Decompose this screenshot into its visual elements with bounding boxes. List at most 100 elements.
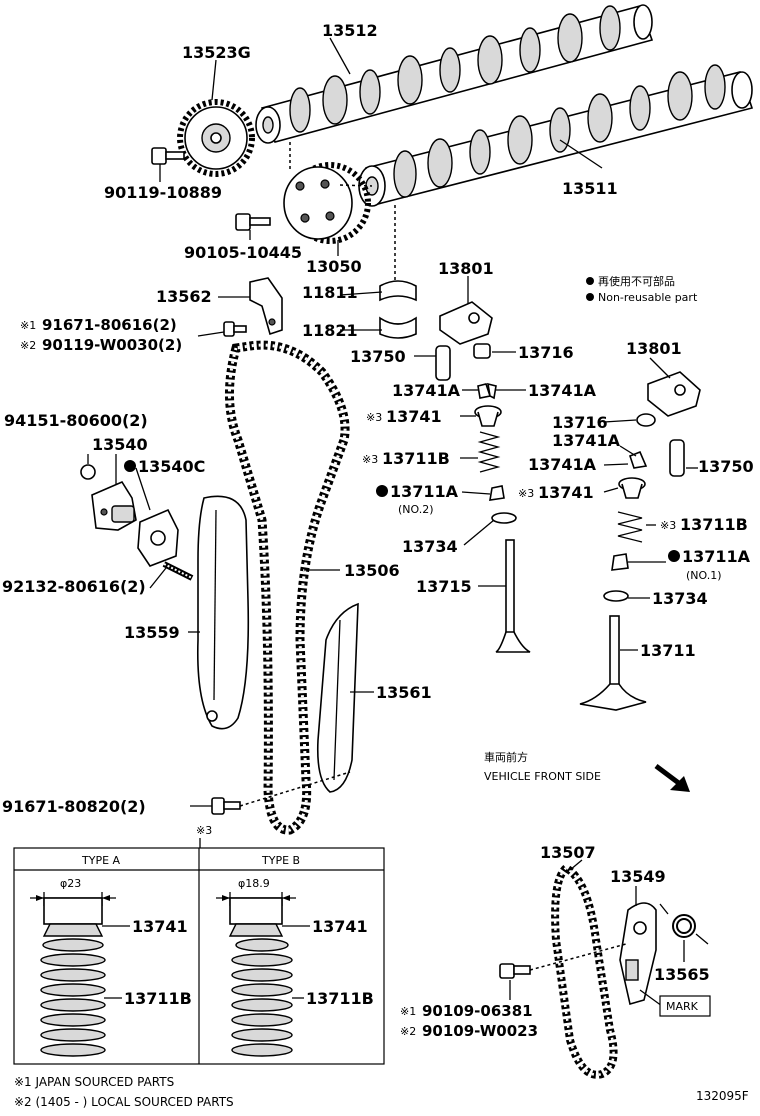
label-13540c: 13540C (138, 457, 205, 476)
label-94151-80600: 94151-80600(2) (4, 411, 148, 430)
bolt-91671-80820 (211, 797, 241, 815)
label-13512: 13512 (322, 21, 378, 40)
detail-box: TYPE A TYPE B φ23 13741 13711B φ18.9 (13, 847, 385, 1065)
label-13540: 13540 (92, 435, 148, 454)
rocker-arm-13801-a (439, 301, 493, 345)
mark-3-b: ※3 (362, 453, 378, 466)
keeper-13741a-a (477, 382, 497, 400)
camshaft-13512 (255, 4, 654, 144)
tensioner-13540 (91, 480, 137, 531)
type-a-diameter: φ23 (60, 877, 81, 890)
mark-1-b: ※1 (400, 1005, 416, 1018)
cap-13716-b (636, 413, 656, 427)
bolt-91671-80616 (223, 321, 247, 337)
type-b-label-13741: 13741 (312, 917, 368, 936)
type-a-spring-drawing (40, 938, 106, 1057)
label-91671-80616: 91671-80616(2) (42, 316, 177, 334)
label-13741a-l: 13741A (392, 381, 461, 400)
leader-lines (87, 37, 698, 807)
label-13715: 13715 (416, 577, 472, 596)
seal-13711a-b (611, 553, 629, 571)
gasket-13540c (137, 508, 179, 567)
label-13750-a: 13750 (350, 347, 406, 366)
rocker-arm-13801-b (647, 371, 701, 417)
label-13565: 13565 (654, 965, 710, 984)
label-13711a-b: 13711A (682, 547, 751, 566)
washer-13734-b (603, 590, 629, 602)
footnote-2: ※2 (1405 - ) LOCAL SOURCED PARTS (14, 1095, 234, 1109)
label-13523g: 13523G (182, 43, 251, 62)
label-13741a-b2: 13741A (528, 455, 597, 474)
label-13716-a: 13716 (518, 343, 574, 362)
label-11811: 11811 (302, 283, 358, 302)
chain-slipper-13559 (196, 495, 250, 730)
chain-damper-13561 (316, 602, 359, 793)
mark-label: MARK (666, 1000, 699, 1013)
type-b-label-13711b: 13711B (306, 989, 374, 1008)
direction-en: VEHICLE FRONT SIDE (484, 770, 601, 783)
type-b-spring-drawing (231, 938, 293, 1057)
label-13511: 13511 (562, 179, 618, 198)
legend-en: Non-reusable part (598, 291, 698, 304)
label-13741a-r: 13741A (528, 381, 597, 400)
label-13711b-b: 13711B (680, 515, 748, 534)
label-13506: 13506 (344, 561, 400, 580)
label-90105-10445: 90105-10445 (184, 243, 302, 262)
seal-13711a-a (489, 485, 505, 501)
label-13716-b: 13716 (552, 413, 608, 432)
mark-3-a: ※3 (366, 411, 382, 424)
label-90119-w0030: 90119-W0030(2) (42, 336, 182, 354)
label-13711b-a: 13711B (382, 449, 450, 468)
type-a-retainer-drawing (43, 897, 103, 925)
non-reusable-dot-13711a-a (376, 485, 388, 497)
type-b-retainer-drawing (229, 897, 283, 925)
mark-3-d: ※3 (660, 519, 676, 532)
plate-13562 (249, 277, 283, 336)
label-13559: 13559 (124, 623, 180, 642)
label-13741-b: 13741 (538, 483, 594, 502)
mark-2-a: ※2 (20, 339, 36, 352)
timing-chain-13506 (225, 340, 350, 835)
bolt-90105-10445 (235, 213, 271, 231)
type-a-label-13711b: 13711B (124, 989, 192, 1008)
bearing-11821 (379, 316, 417, 339)
direction-jp: 車両前方 (484, 750, 528, 764)
cap-13716-a (473, 343, 491, 359)
legend: 再使用不可部品 Non-reusable part (586, 274, 698, 304)
mark-1-a: ※1 (20, 319, 36, 332)
type-b-diameter: φ18.9 (238, 877, 270, 890)
retainer-13741-b (618, 477, 646, 499)
valve-13715 (495, 539, 531, 653)
mark-3-e: ※3 (196, 824, 212, 837)
label-13734-b: 13734 (652, 589, 708, 608)
label-13711a-a: 13711A (390, 482, 459, 501)
legend-jp: 再使用不可部品 (598, 274, 675, 288)
type-a-label-13741: 13741 (132, 917, 188, 936)
label-91671-80820: 91671-80820(2) (2, 797, 146, 816)
label-13507: 13507 (540, 843, 596, 862)
bolt-90109-06381 (499, 963, 531, 979)
label-13711: 13711 (640, 641, 696, 660)
type-b-header: TYPE B (261, 854, 300, 867)
type-a-header: TYPE A (81, 854, 121, 867)
label-90119-10889: 90119-10889 (104, 183, 222, 202)
spring-13711b-a (477, 431, 501, 473)
label-13050: 13050 (306, 257, 362, 276)
tensioner-arm-13549 (619, 902, 657, 1006)
bolt-90119-10889 (151, 147, 185, 165)
non-reusable-dot-13540c (124, 460, 136, 472)
stud-92132-80616 (162, 561, 194, 581)
spring-13711b-b (617, 511, 643, 543)
label-13801-b: 13801 (626, 339, 682, 358)
chain-13507 (551, 863, 618, 1079)
vvt-gear-13050 (283, 162, 371, 244)
sprocket-13523g (177, 99, 255, 177)
valve-13711 (579, 615, 647, 711)
retainer-13741-a (474, 405, 502, 427)
label-90109-06381: 90109-06381 (422, 1002, 533, 1020)
nut-94151-80600 (80, 464, 96, 480)
washer-13734-a (491, 512, 517, 524)
mark-2-b: ※2 (400, 1025, 416, 1038)
